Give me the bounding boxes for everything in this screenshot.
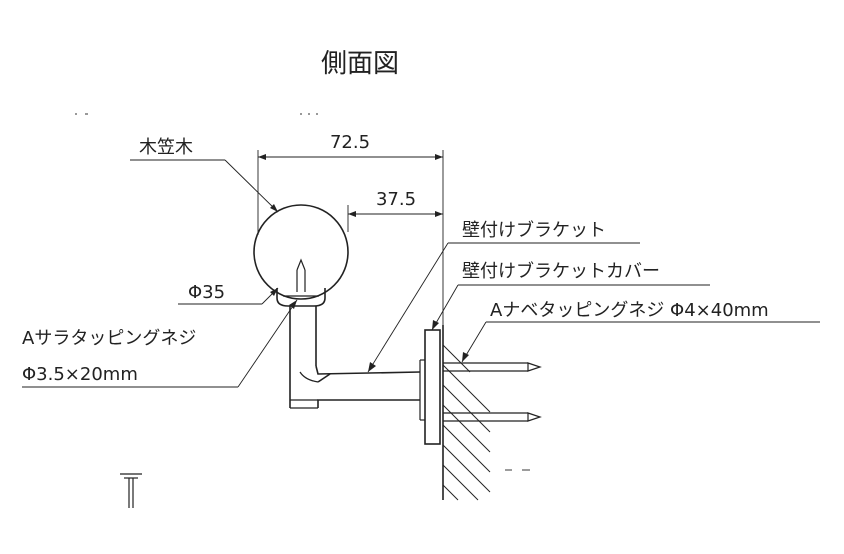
label-diameter: Φ35 (188, 282, 225, 303)
label-top-screw-line1: Aサラタッピングネジ (22, 328, 196, 349)
label-bracket-cover-group: 壁付けブラケットカバー (431, 260, 710, 331)
wall-screws (443, 362, 542, 422)
t-mark (120, 473, 142, 508)
scan-specks (75, 113, 318, 115)
label-top-screw-line2: Φ3.5×20mm (22, 364, 138, 385)
label-diameter-group: Φ35 (178, 282, 279, 305)
label-bracket-group: 壁付けブラケット (367, 219, 640, 373)
handrail-profile (253, 204, 349, 300)
bracket-post (289, 306, 318, 409)
bracket-arm (299, 365, 421, 408)
bracket-wall-plate (419, 329, 441, 445)
label-bracket-cover: 壁付けブラケットカバー (462, 260, 660, 282)
dimension-bracket: 37.5 (347, 189, 443, 232)
label-wall-bracket: 壁付けブラケット (462, 219, 606, 241)
drawing-title: 側面図 (321, 49, 399, 79)
bracket-saddle (276, 288, 326, 307)
label-wall-screw-group: Aナベタッピングネジ Φ4×40mm (461, 300, 820, 363)
label-wall-screw: Aナベタッピングネジ Φ4×40mm (490, 300, 769, 321)
label-handrail-group: 木笠木 (130, 137, 279, 213)
dimension-bracket-value: 37.5 (376, 189, 416, 210)
label-handrail: 木笠木 (139, 137, 193, 158)
dimension-overall-value: 72.5 (330, 132, 370, 153)
label-top-screw-group: Aサラタッピングネジ Φ3.5×20mm (22, 299, 298, 388)
